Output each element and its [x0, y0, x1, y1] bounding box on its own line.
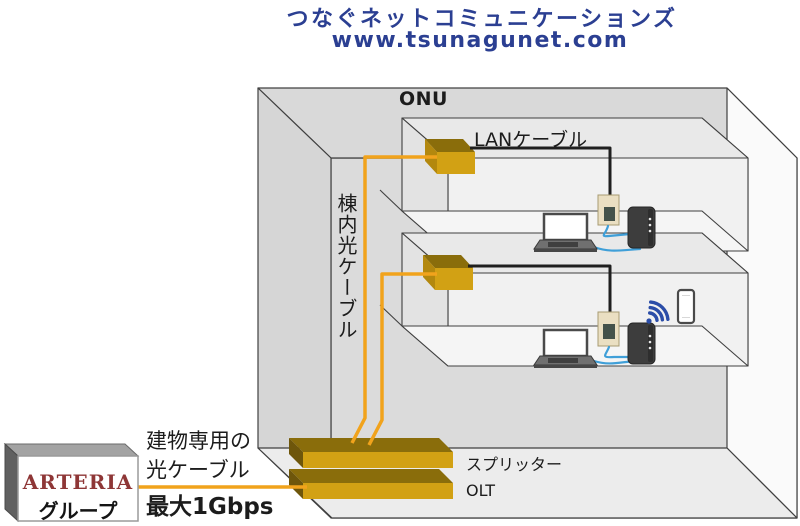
company-name: つなぐネットコミュニケーションズ	[286, 7, 678, 32]
router-icon-lower	[627, 322, 656, 365]
riser-cable-lower	[367, 272, 437, 446]
laptop-icon-lower	[533, 328, 598, 368]
splitter-device	[289, 438, 453, 468]
lan-cable-upper	[470, 146, 612, 200]
lan-cables	[468, 146, 612, 316]
provider-box	[3, 442, 140, 523]
lan-cable-label: LANケーブル	[474, 129, 588, 151]
link-laptop-router-upper	[592, 245, 642, 252]
wall-outlet-icon-upper	[597, 194, 620, 226]
speed-label: 最大1Gbps	[146, 494, 274, 520]
optical-cables	[138, 155, 437, 489]
feed-cable-note: 建物専用の 光ケーブル	[146, 429, 251, 482]
splitter-label: スプリッター	[466, 455, 563, 474]
riser-cable-label: 棟内光ケーブル	[334, 193, 358, 340]
room-upper	[379, 117, 749, 252]
provider-name: ARTERIA	[22, 470, 134, 494]
smartphone-icon	[676, 288, 696, 325]
router-icon-upper	[627, 206, 656, 249]
wifi-icon	[646, 300, 670, 324]
slab-edge-upper	[379, 189, 403, 212]
building-left-wall	[257, 87, 332, 519]
laptop-icon-upper	[533, 212, 598, 252]
lan-cable-lower	[468, 264, 612, 316]
riser-cable-upper	[350, 155, 437, 444]
olt-device	[289, 469, 453, 499]
olt-label: OLT	[466, 481, 496, 500]
onu-label: ONU	[399, 88, 448, 110]
link-outlet-router-upper	[602, 224, 632, 238]
provider-group: グループ	[38, 499, 118, 523]
site-url: www.tsunagunet.com	[331, 28, 629, 53]
link-outlet-router-lower	[604, 345, 633, 359]
wall-outlet-icon-lower	[597, 311, 620, 347]
